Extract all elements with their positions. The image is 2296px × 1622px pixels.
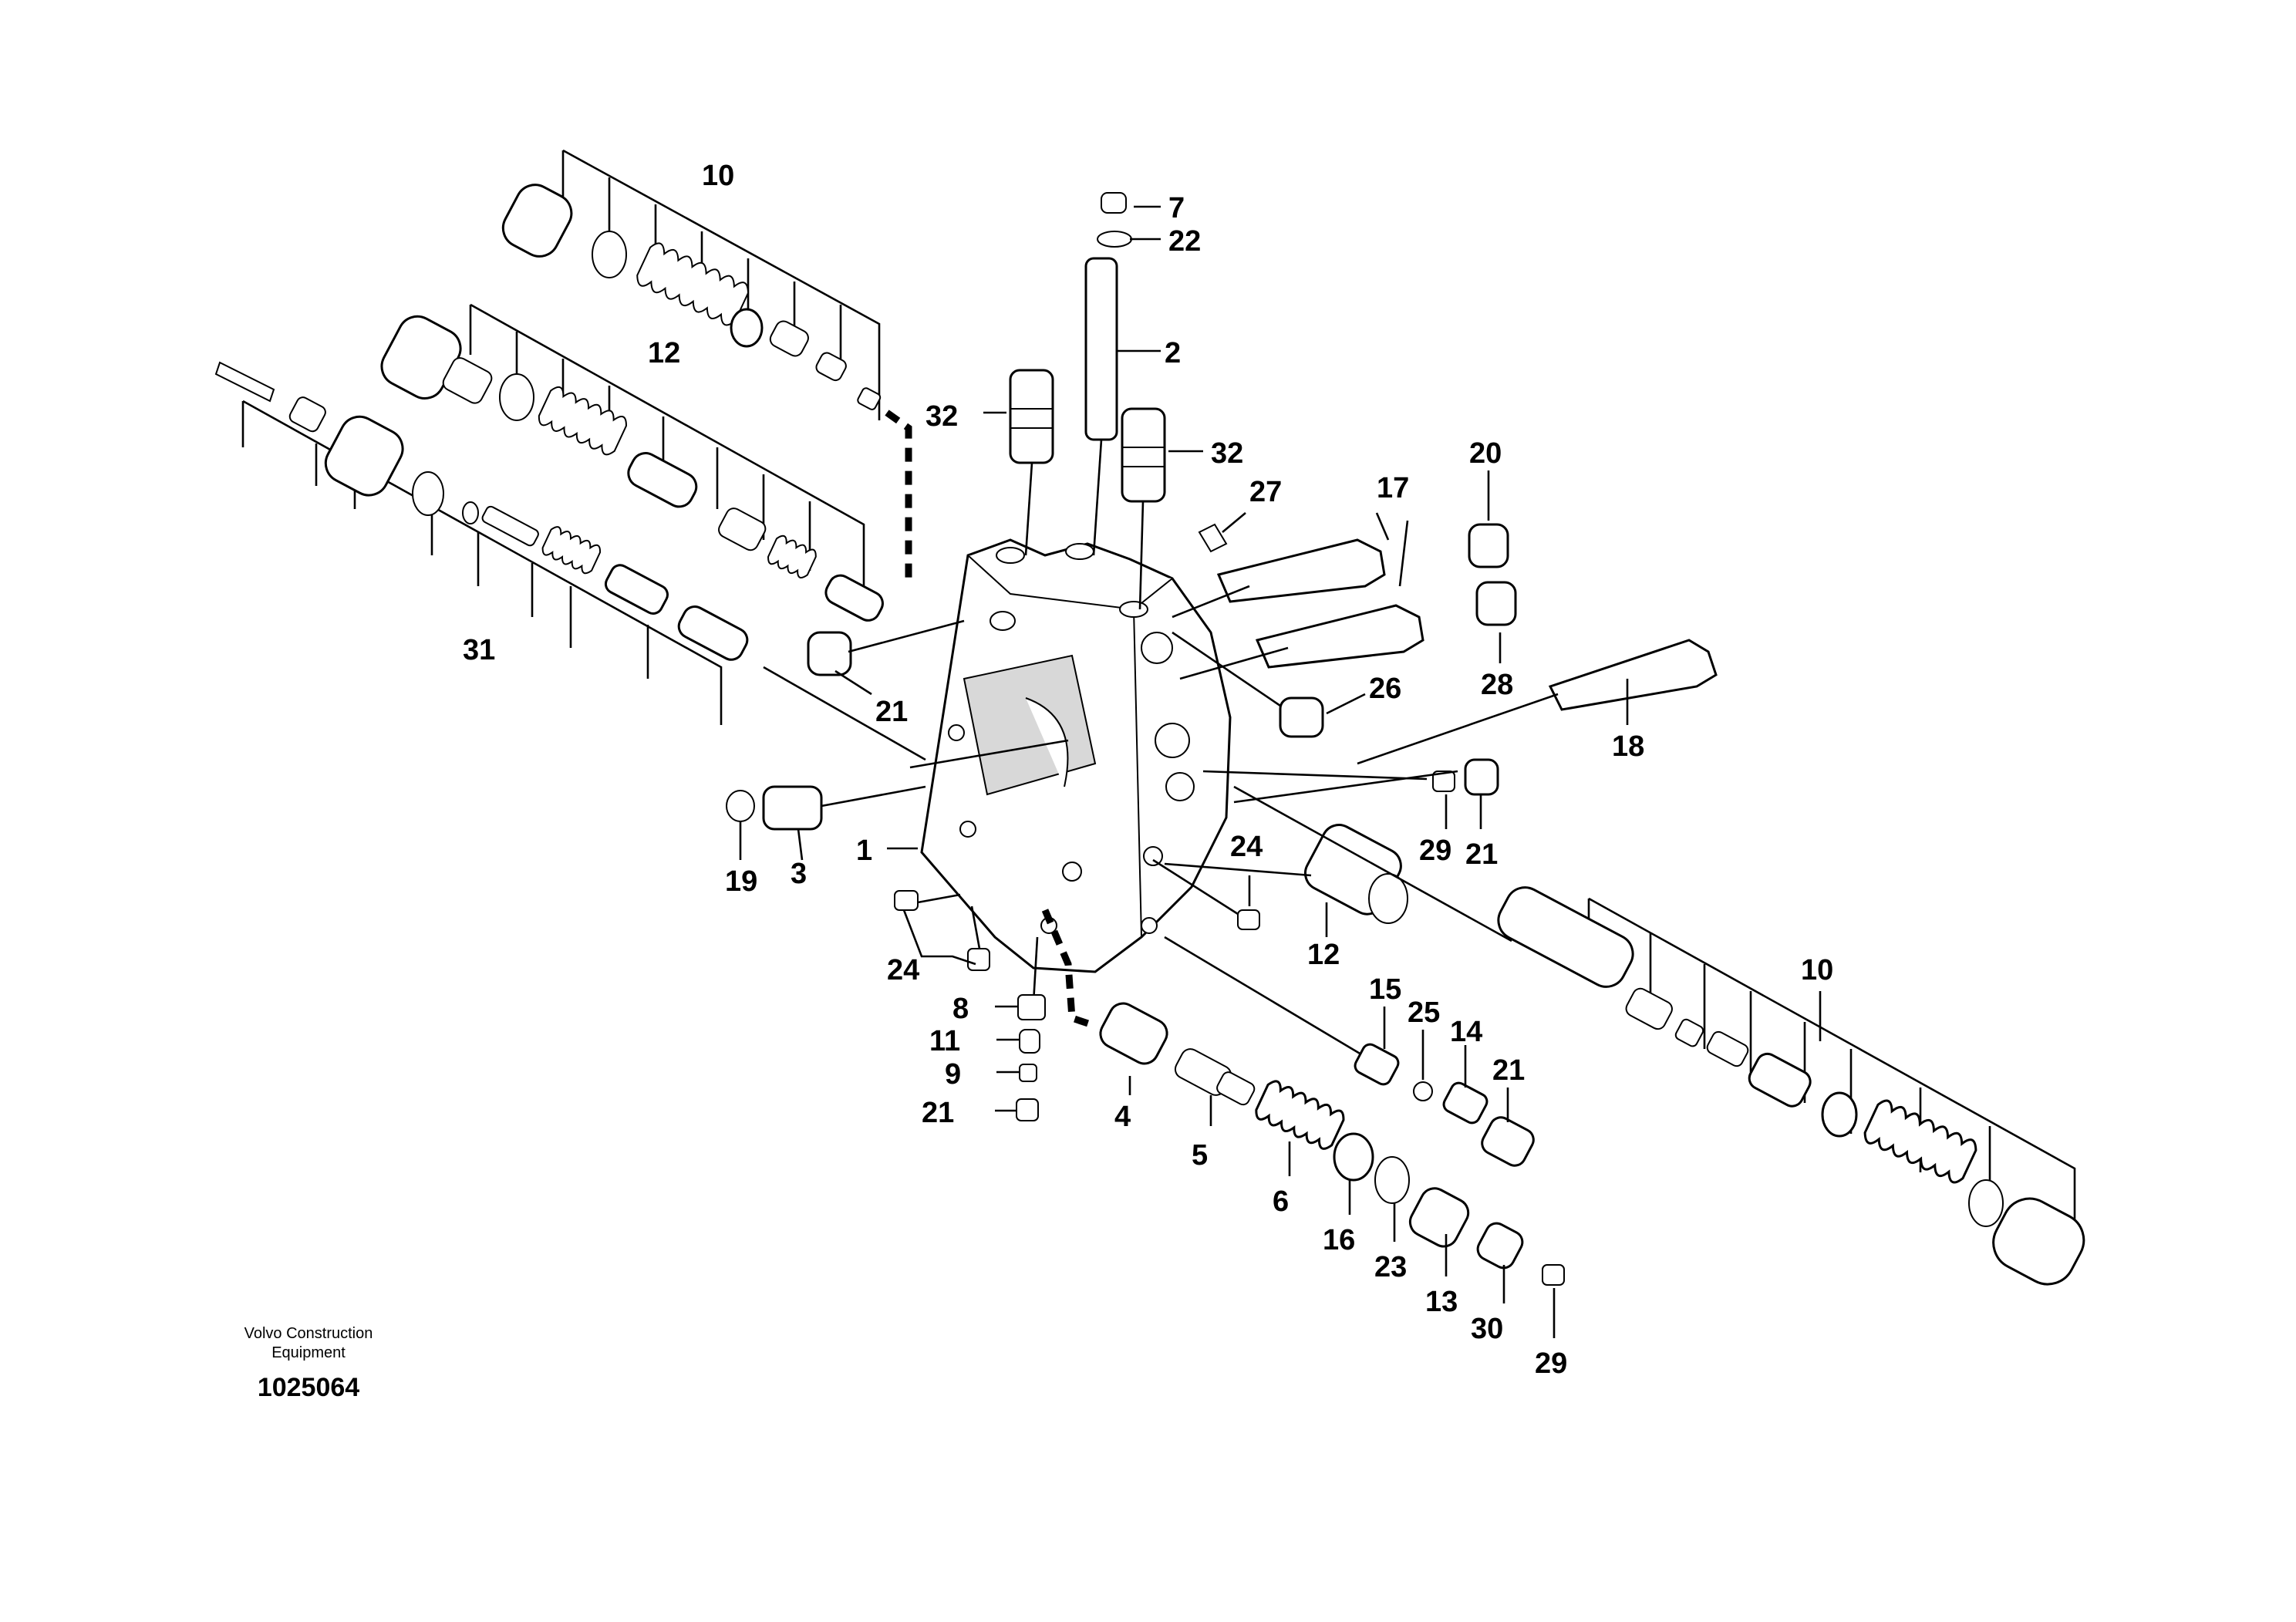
valve-body [920,538,1232,973]
callout-7: 7 [1168,192,1185,224]
leader-lines [739,205,1822,1338]
callout-31: 31 [463,634,495,666]
callout-19: 19 [725,865,757,898]
part-12-upper-assembly [380,303,884,622]
callout-11: 11 [929,1025,960,1057]
callout-16: 16 [1323,1224,1355,1256]
callout-15: 15 [1369,973,1401,1006]
callout-8: 8 [952,993,969,1025]
callout-24-a: 24 [1230,831,1263,863]
callout-26: 26 [1369,673,1401,705]
callout-9: 9 [945,1058,961,1091]
callout-29-a: 29 [1419,835,1451,867]
right-bolts [1172,523,1718,765]
callout-20: 20 [1469,437,1502,470]
callout-32-right: 32 [1211,437,1243,470]
callout-22: 22 [1168,225,1201,258]
callout-1: 1 [856,835,872,867]
footer: Volvo Construction Equipment 1025064 [244,1325,373,1402]
callout-28: 28 [1481,669,1513,701]
part-10-lower-assembly [1233,785,2085,1286]
lower-center-parts [1099,936,1565,1286]
callout-10: 10 [702,160,734,192]
callout-21-c: 21 [922,1097,954,1129]
callout-25: 25 [1408,996,1440,1029]
callout-17: 17 [1377,472,1409,504]
callout-5: 5 [1192,1139,1208,1172]
callout-2: 2 [1165,337,1181,369]
callout-14: 14 [1450,1016,1482,1048]
callout-labels: 10 7 22 2 12 32 32 27 17 20 28 21 26 18 … [463,160,1833,1380]
callout-29-b: 29 [1535,1347,1567,1380]
part-10-upper-assembly [501,149,912,586]
callout-6: 6 [1273,1185,1289,1218]
callout-12-b: 12 [1307,939,1340,971]
callout-32-left: 32 [925,400,958,433]
callout-21-b: 21 [1465,838,1498,871]
callout-30: 30 [1471,1313,1503,1345]
left-small-parts [726,619,1097,1121]
callout-23: 23 [1374,1251,1407,1283]
callout-4: 4 [1114,1101,1131,1133]
part-31-left-assembly [214,361,926,761]
callout-24-b: 24 [887,954,919,986]
manufacturer-caption-line2: Equipment [271,1344,346,1361]
callout-27: 27 [1249,476,1282,508]
callout-10-b: 10 [1801,954,1833,986]
callout-12: 12 [648,337,680,369]
manufacturer-caption-line1: Volvo Construction [244,1325,373,1342]
callout-21-d: 21 [1492,1054,1525,1087]
callout-21-a: 21 [875,696,908,728]
document-number: 1025064 [258,1373,359,1402]
right-middle-parts [1152,758,1499,930]
top-parts [1009,192,1228,610]
callout-3: 3 [791,858,807,890]
callout-13: 13 [1425,1286,1458,1318]
callout-18: 18 [1612,730,1644,763]
